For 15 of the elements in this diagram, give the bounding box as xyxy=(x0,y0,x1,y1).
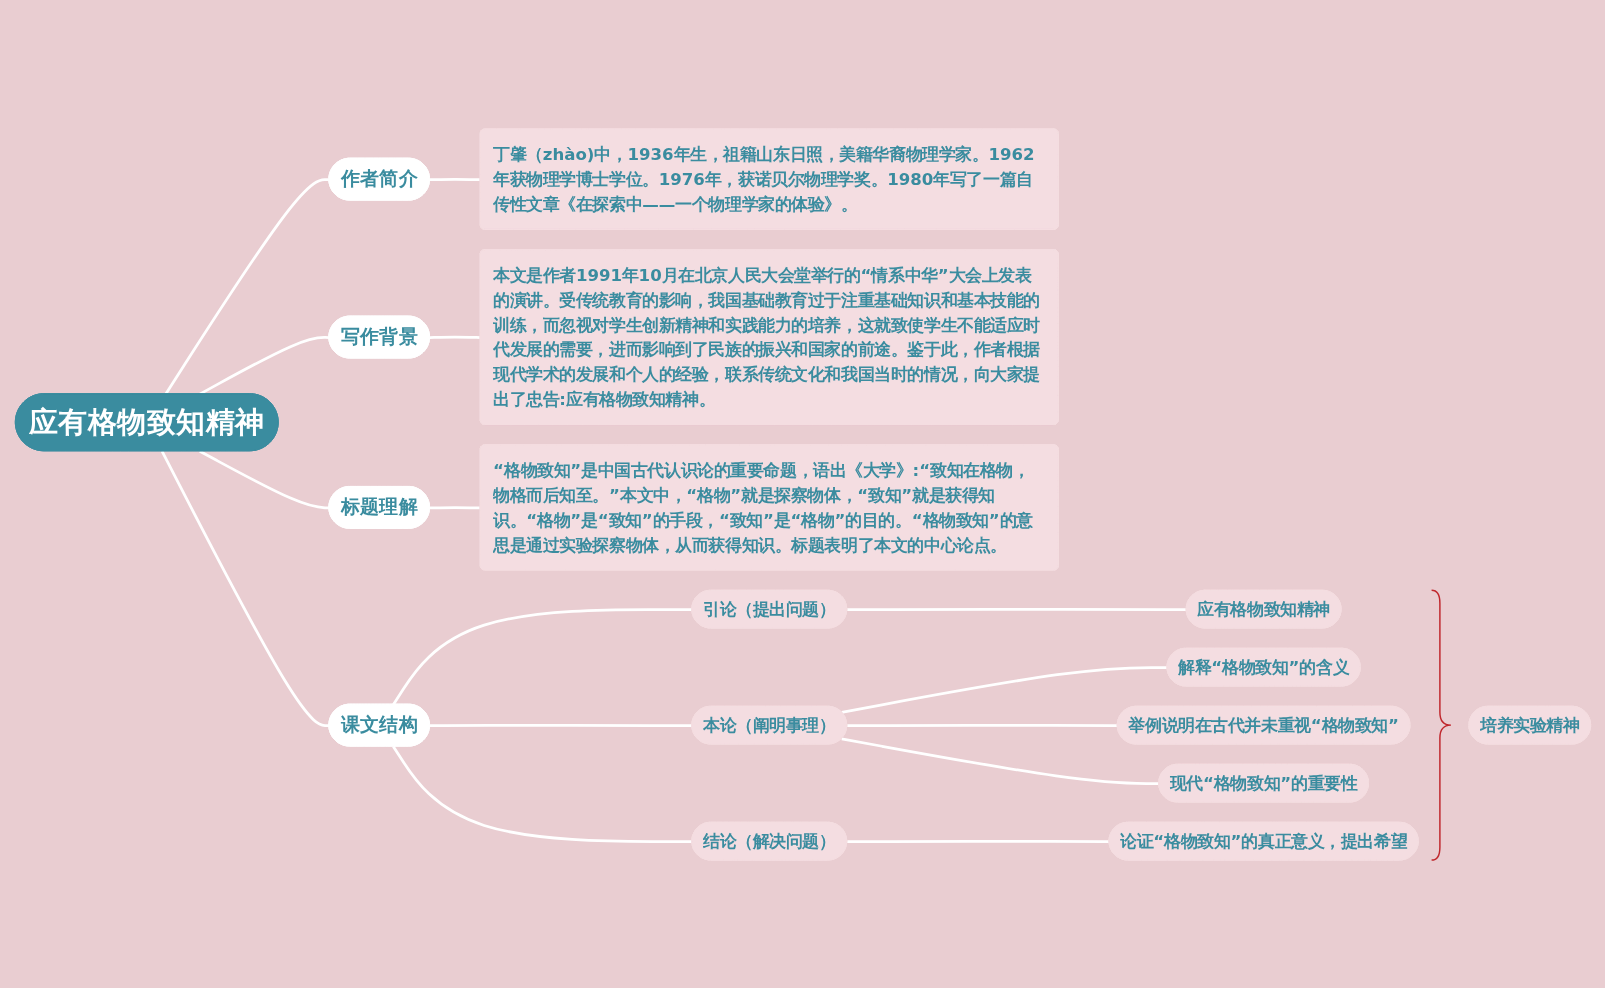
connector xyxy=(391,745,692,843)
connector xyxy=(429,177,481,181)
connector xyxy=(846,839,1109,843)
connector xyxy=(198,449,329,509)
connector xyxy=(840,737,1159,785)
connector xyxy=(391,607,692,705)
connector xyxy=(846,607,1187,611)
connector xyxy=(160,450,329,727)
connector xyxy=(846,723,1118,727)
connector xyxy=(198,335,329,395)
connector xyxy=(429,723,692,727)
connector xyxy=(164,177,329,395)
connector xyxy=(429,505,481,509)
connector xyxy=(429,335,481,339)
connector xyxy=(840,665,1167,714)
